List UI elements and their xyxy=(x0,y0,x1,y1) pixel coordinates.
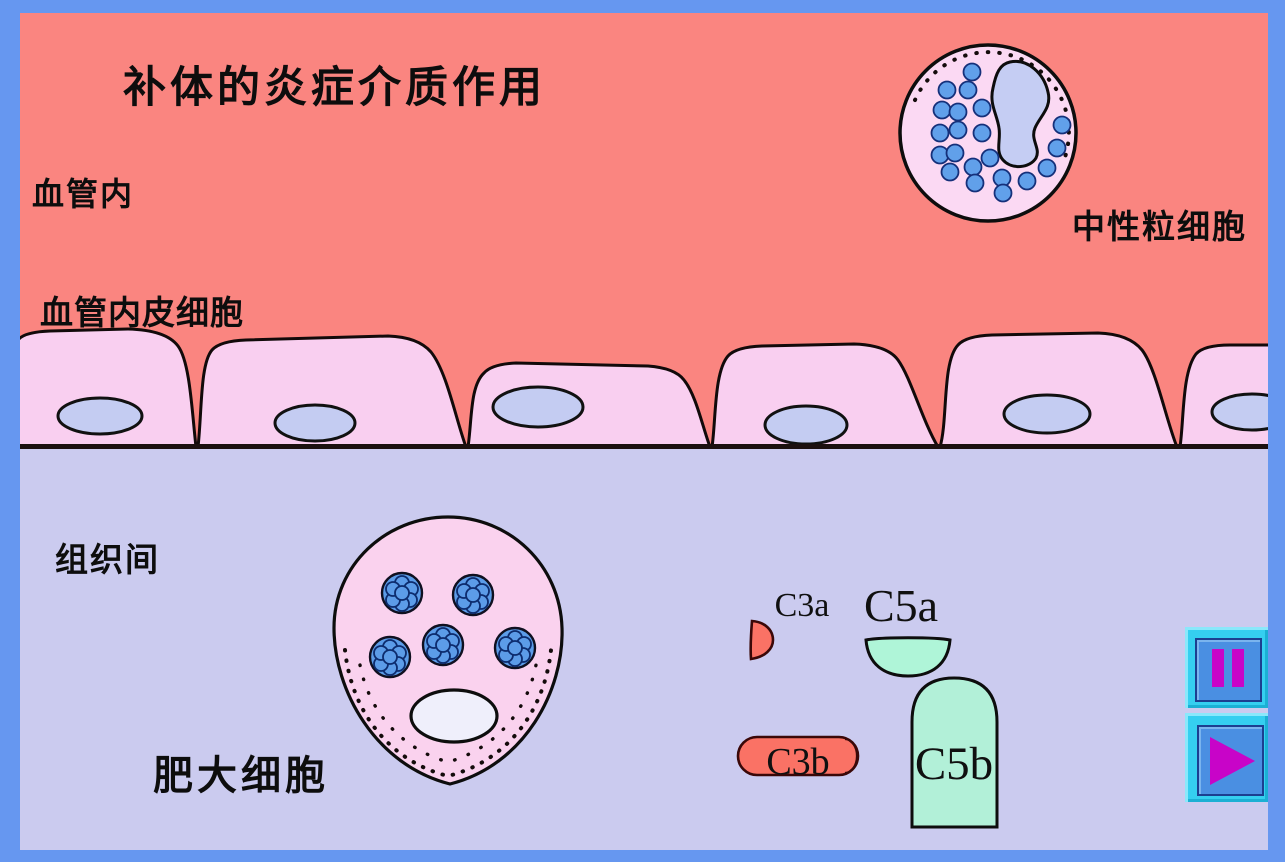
play-icon xyxy=(1210,737,1255,785)
diagram-canvas: 补体的炎症介质作用 血管内 血管内皮细胞 组织间 中性粒细胞 肥大细胞 C3a … xyxy=(20,13,1268,850)
neutrophil-label: 中性粒细胞 xyxy=(1072,208,1247,245)
diagram-art xyxy=(20,43,1268,829)
endothelial-cell xyxy=(937,331,1180,449)
tissue-region xyxy=(20,446,1268,850)
page-title: 补体的炎症介质作用 xyxy=(123,64,546,112)
pause-button[interactable] xyxy=(1185,627,1268,708)
c3b-shape xyxy=(736,735,860,777)
c3a-label: C3a xyxy=(774,587,830,624)
c5b-shape xyxy=(910,676,999,829)
neutrophil-nucleus xyxy=(990,59,1051,168)
endothelium-layer xyxy=(20,327,1268,449)
interstitium-label: 组织间 xyxy=(55,541,160,578)
c3a-shape xyxy=(749,619,775,661)
endothelial-cell xyxy=(196,334,469,449)
intravascular-label: 血管内 xyxy=(32,176,135,212)
pause-button-face xyxy=(1195,638,1262,702)
c5b-label: C5b xyxy=(914,738,994,790)
mast-cell-vacuole xyxy=(409,688,499,744)
neutrophil-granules xyxy=(930,62,1072,203)
neutrophil-cell xyxy=(898,43,1078,223)
play-button-face xyxy=(1197,725,1264,796)
c3b-label: C3b xyxy=(766,741,830,783)
pause-icon xyxy=(1212,649,1224,687)
mast-cell-label: 肥大细胞 xyxy=(153,754,329,798)
c5a-label: C5a xyxy=(863,580,939,631)
basement-membrane-line xyxy=(20,444,1268,449)
pause-icon xyxy=(1232,649,1244,687)
endothelium-label: 血管内皮细胞 xyxy=(40,294,244,331)
c5a-shape xyxy=(864,636,952,678)
play-button[interactable] xyxy=(1185,713,1268,802)
mast-cell-edge-dots xyxy=(358,663,538,764)
endothelium-nuclei xyxy=(56,385,1268,446)
mast-cell xyxy=(332,515,564,786)
neutrophil-inner-dots xyxy=(913,50,1071,167)
